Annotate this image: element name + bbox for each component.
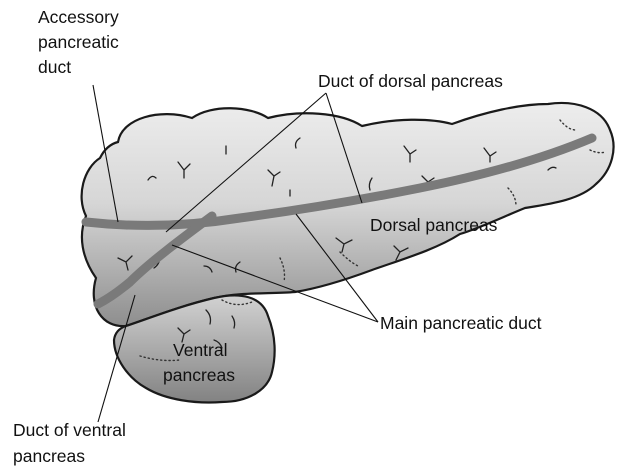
label-duct-of-ventral-pancreas: Duct of ventral pancreas (13, 420, 131, 466)
label-duct-of-dorsal-pancreas: Duct of dorsal pancreas (318, 71, 503, 91)
label-main-pancreatic-duct: Main pancreatic duct (380, 313, 542, 333)
label-accessory-duct: Accessory pancreatic duct (38, 7, 124, 77)
dorsal-pancreas-shape (82, 103, 614, 326)
label-dorsal-pancreas: Dorsal pancreas (370, 215, 498, 235)
